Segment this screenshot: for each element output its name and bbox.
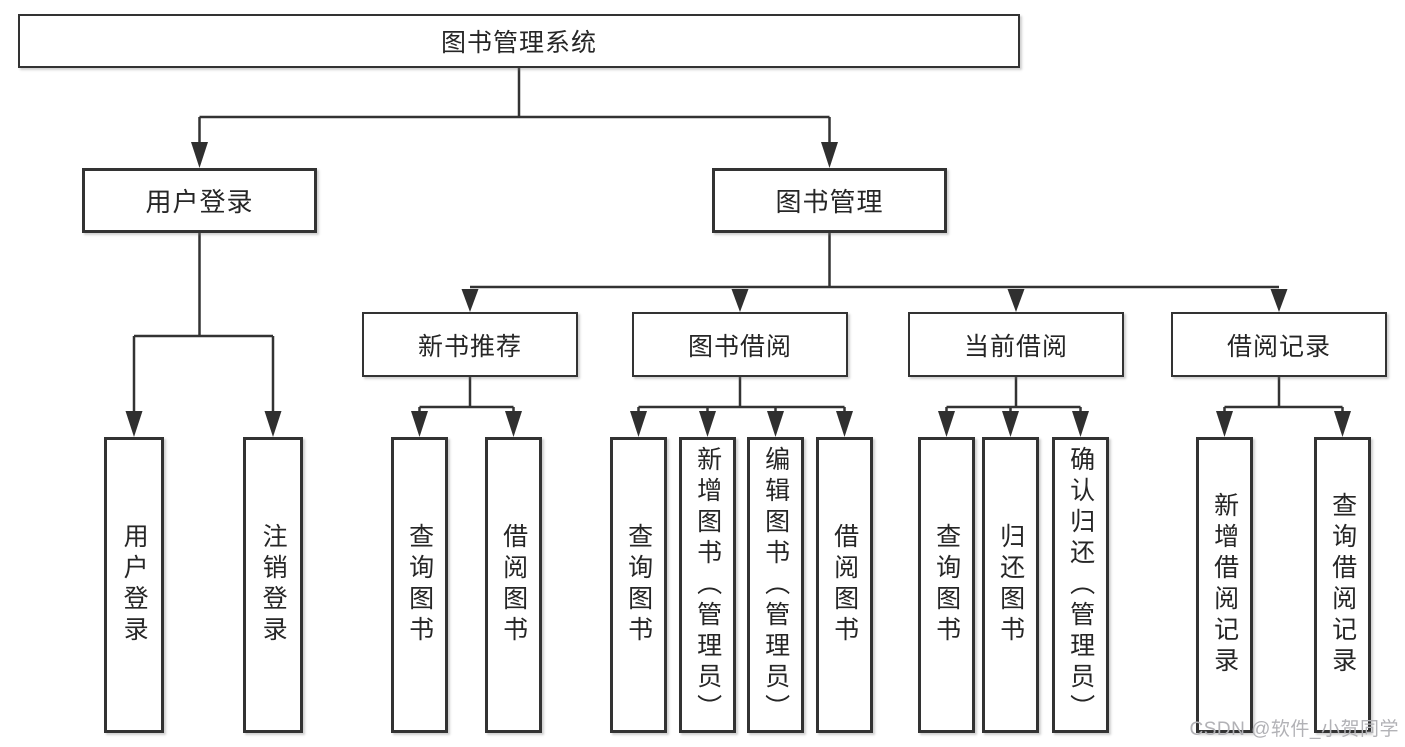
- arrowhead: [821, 142, 838, 168]
- arrowhead: [1334, 411, 1351, 437]
- arrowhead: [630, 411, 647, 437]
- leaf-add-borrow-record: 新增借阅记录: [1196, 437, 1253, 733]
- leaf-query-book-recommend: 查询图书: [391, 437, 448, 733]
- leaf-confirm-return-admin: 确认归还（管理员）: [1052, 437, 1109, 733]
- leaf-logout: 注销登录: [243, 437, 303, 733]
- arrowhead: [1007, 289, 1025, 312]
- arrowhead: [125, 411, 143, 437]
- leaf-edit-book-admin: 编辑图书（管理员）: [747, 437, 804, 733]
- node-new-book-recommendation: 新书推荐: [362, 312, 578, 377]
- node-book-borrowing: 图书借阅: [632, 312, 848, 377]
- connector-userlogin-to-leaves: [125, 233, 282, 437]
- leaf-return-book-label: 归还图书: [996, 523, 1025, 647]
- node-book-management: 图书管理: [712, 168, 947, 233]
- connector-bookmgmt-to-level3: [461, 233, 1288, 312]
- arrowhead: [411, 411, 428, 437]
- leaf-borrow-book-label: 借阅图书: [830, 523, 859, 647]
- arrowhead: [1270, 289, 1288, 312]
- leaf-query-book-borrow-label: 查询图书: [624, 523, 653, 647]
- node-current-borrowing: 当前借阅: [908, 312, 1124, 377]
- leaf-borrow-book-recommend-label: 借阅图书: [499, 523, 528, 647]
- arrowhead: [1002, 411, 1019, 437]
- leaf-user-login-label: 用户登录: [120, 523, 149, 647]
- csdn-watermark: CSDN @软件_小贺同学: [1189, 719, 1399, 740]
- leaf-add-book-admin: 新增图书（管理员）: [679, 437, 736, 733]
- arrowhead: [767, 411, 784, 437]
- leaf-edit-book-admin-label: 编辑图书（管理员）: [761, 445, 790, 725]
- arrowhead: [1072, 411, 1089, 437]
- leaf-query-borrow-record-label: 查询借阅记录: [1328, 492, 1357, 678]
- leaf-add-book-admin-label: 新增图书（管理员）: [693, 445, 722, 725]
- arrowhead: [264, 411, 282, 437]
- leaf-confirm-return-admin-label: 确认归还（管理员）: [1066, 445, 1095, 725]
- node-borrowing-records: 借阅记录: [1171, 312, 1387, 377]
- leaf-logout-label: 注销登录: [259, 523, 288, 647]
- connector-root-to-level2: [191, 68, 838, 168]
- connector-borrowrecord-to-leaves: [1216, 377, 1351, 437]
- leaf-query-book-current-label: 查询图书: [932, 523, 961, 647]
- arrowhead: [731, 289, 749, 312]
- arrowhead: [836, 411, 853, 437]
- arrowhead: [505, 411, 522, 437]
- connector-currentborrow-to-leaves: [938, 377, 1089, 437]
- node-user-login: 用户登录: [82, 168, 317, 233]
- leaf-query-book-recommend-label: 查询图书: [405, 523, 434, 647]
- arrowhead: [699, 411, 716, 437]
- arrowhead: [191, 142, 208, 168]
- arrowhead: [461, 289, 479, 312]
- leaf-add-borrow-record-label: 新增借阅记录: [1210, 492, 1239, 678]
- connector-newbookrec-to-leaves: [411, 377, 522, 437]
- leaf-user-login: 用户登录: [104, 437, 164, 733]
- leaf-query-borrow-record: 查询借阅记录: [1314, 437, 1371, 733]
- leaf-query-book-current: 查询图书: [918, 437, 975, 733]
- node-library-management-system: 图书管理系统: [18, 14, 1020, 68]
- leaf-borrow-book-recommend: 借阅图书: [485, 437, 542, 733]
- arrowhead: [938, 411, 955, 437]
- connector-bookborrow-to-leaves: [630, 377, 853, 437]
- leaf-query-book-borrow: 查询图书: [610, 437, 667, 733]
- leaf-return-book: 归还图书: [982, 437, 1039, 733]
- leaf-borrow-book: 借阅图书: [816, 437, 873, 733]
- arrowhead: [1216, 411, 1233, 437]
